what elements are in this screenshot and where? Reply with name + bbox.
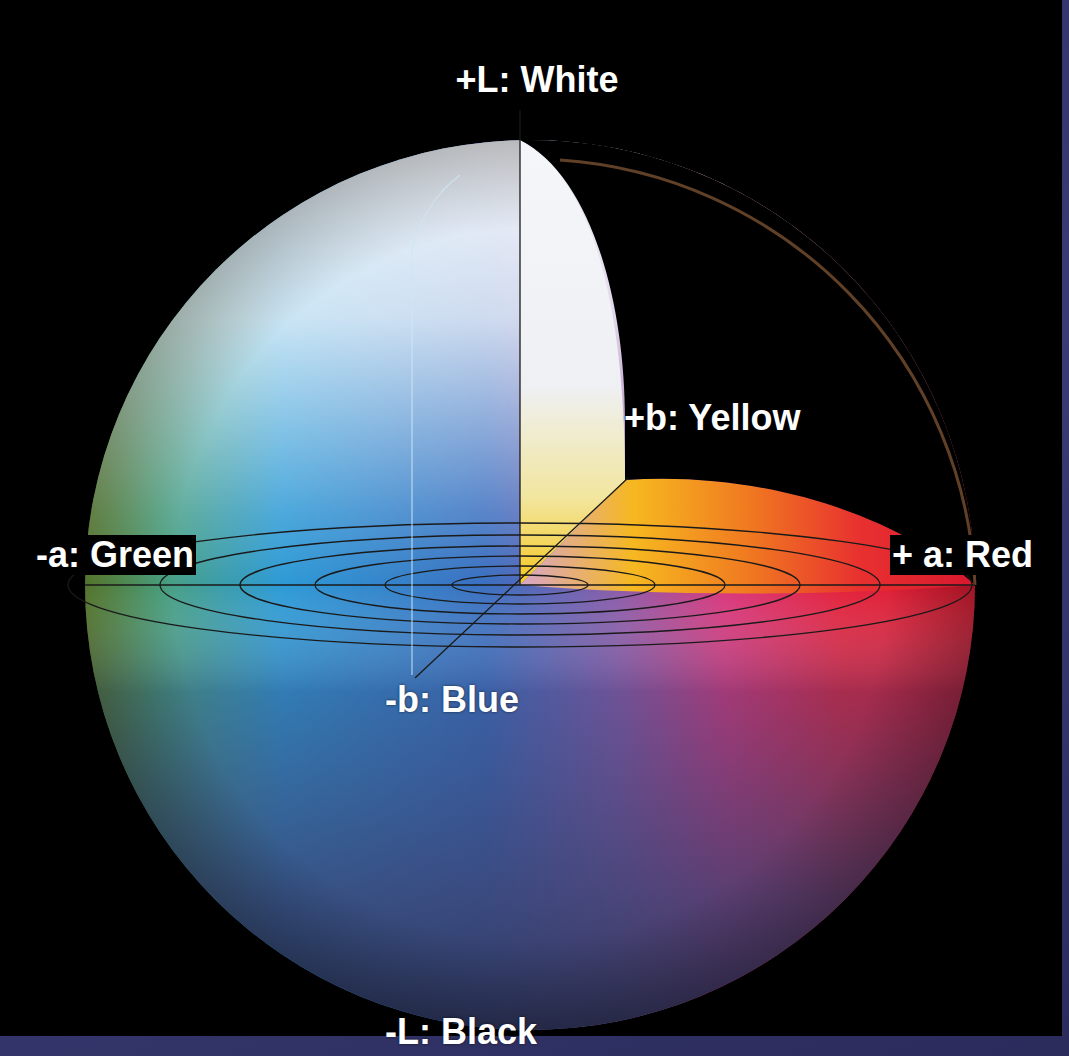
axis-label: +L: White [456,60,619,100]
axis-label: -b: Blue [385,680,519,720]
axis-label: + a: Red [890,535,1035,575]
axis-label: -L: Black [385,1012,537,1052]
axis-label: -a: Green [34,535,196,575]
axis-label: +b: Yellow [624,398,800,438]
